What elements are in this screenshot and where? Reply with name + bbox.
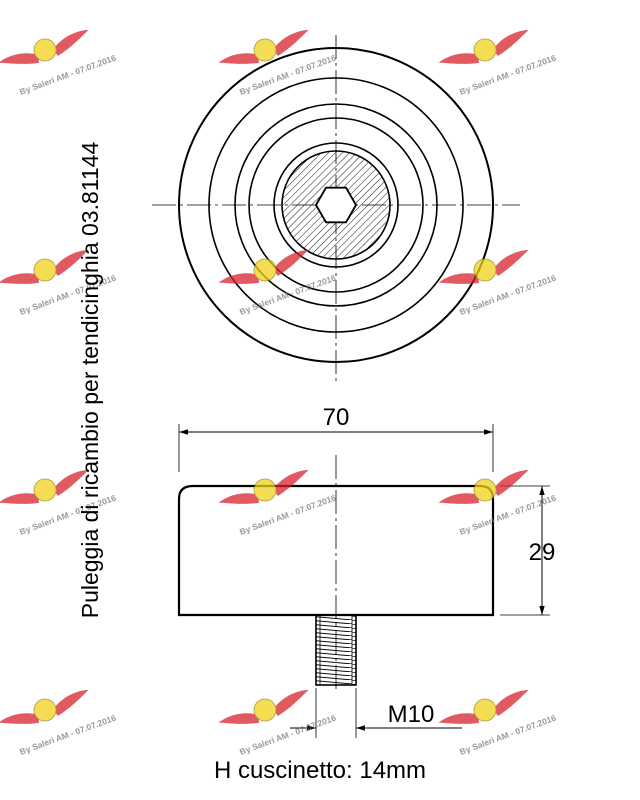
threaded-stud: [315, 614, 357, 686]
watermark-stamp: By Saleri AM - 07.07.2016: [438, 689, 557, 757]
bearing-height-caption: H cuscinetto: 14mm: [213, 757, 427, 784]
height-dimension-label: 29: [529, 539, 556, 566]
watermark-stamp: By Saleri AM - 07.07.2016: [438, 29, 557, 97]
width-dimension-label: 70: [323, 404, 350, 431]
groove-inner: [234, 103, 438, 307]
top-view: [152, 35, 520, 385]
part-title: Puleggia di ricambio per tendicinghia 03…: [77, 141, 103, 619]
bearing-race: [248, 117, 424, 293]
thread-dimension-label: M10: [388, 701, 435, 728]
bearing-bore: [273, 142, 399, 268]
outer-rim: [178, 47, 494, 363]
side-view: [177, 424, 550, 738]
side-title: Puleggia di ricambio per tendicinghia 03…: [77, 60, 107, 700]
watermark-stamp: By Saleri AM - 07.07.2016: [218, 469, 337, 537]
watermark-stamp: By Saleri AM - 07.07.2016: [218, 689, 337, 757]
groove-outer: [208, 77, 464, 333]
hex-socket: [314, 186, 358, 224]
watermark-stamp: By Saleri AM - 07.07.2016: [438, 469, 557, 537]
